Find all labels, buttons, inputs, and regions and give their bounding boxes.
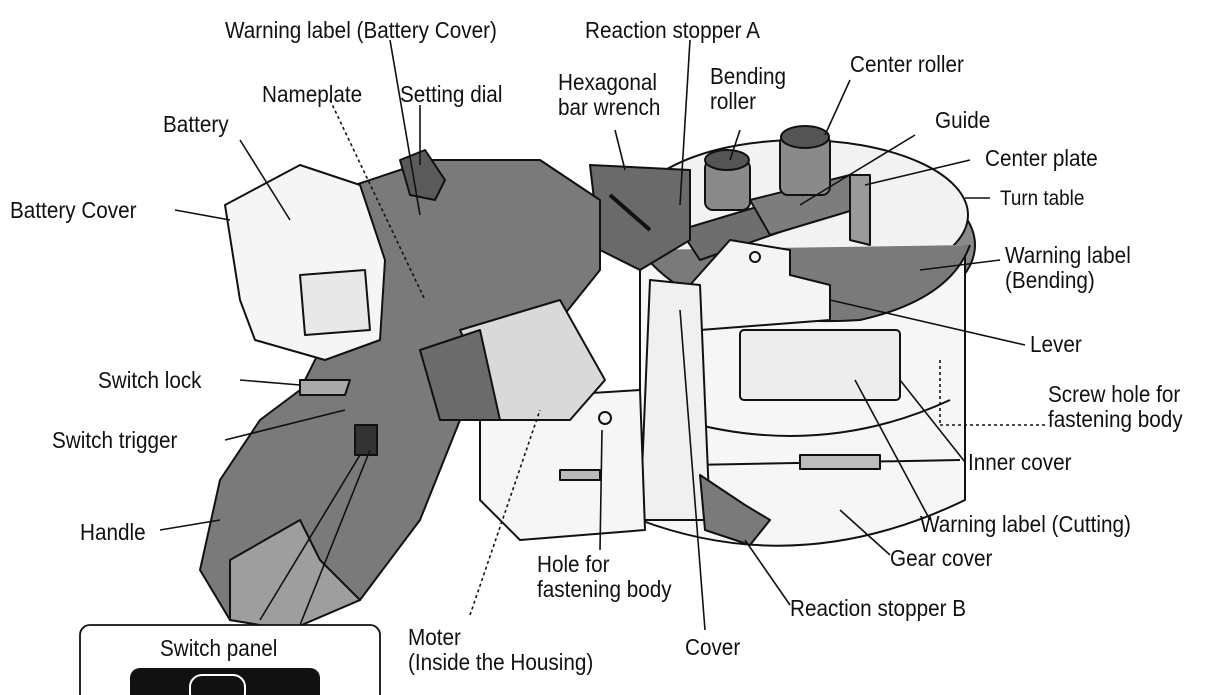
label-guide: Guide xyxy=(935,107,991,133)
label-center-plate: Center plate xyxy=(985,145,1098,171)
battery-cover xyxy=(224,164,386,361)
reaction-stopper-a xyxy=(589,164,691,271)
label-warning-battery-cover: Warning label (Battery Cover) xyxy=(225,17,497,43)
label-warning-bending: Warning label (Bending) xyxy=(1005,242,1131,293)
rollers xyxy=(679,125,871,261)
label-gear-cover: Gear cover xyxy=(890,545,993,571)
label-switch-trigger: Switch trigger xyxy=(52,427,178,453)
label-moter: Moter (Inside the Housing) xyxy=(408,624,594,675)
label-hexagonal-bar-wrench: Hexagonal bar wrench xyxy=(558,69,661,120)
main-body xyxy=(199,149,606,631)
label-screw-hole: Screw hole for fastening body xyxy=(1048,381,1183,432)
label-warning-cutting: Warning label (Cutting) xyxy=(920,511,1131,537)
label-lever: Lever xyxy=(1030,331,1082,357)
label-turn-table: Turn table xyxy=(1000,187,1085,210)
label-nameplate: Nameplate xyxy=(262,81,363,107)
label-switch-panel: Switch panel xyxy=(160,635,278,661)
label-battery-cover: Battery Cover xyxy=(10,197,137,223)
label-battery: Battery xyxy=(163,111,229,137)
lever xyxy=(689,239,831,331)
switch-panel-inset xyxy=(79,624,381,695)
label-setting-dial: Setting dial xyxy=(400,81,503,107)
label-hole-fastening-body: Hole for fastening body xyxy=(537,551,672,602)
label-bending-roller: Bending roller xyxy=(710,63,786,114)
label-reaction-stopper-a: Reaction stopper A xyxy=(585,17,760,43)
lower-housing xyxy=(479,389,646,541)
leader-lines xyxy=(159,39,1045,631)
label-center-roller: Center roller xyxy=(850,51,964,77)
label-handle: Handle xyxy=(80,519,146,545)
label-switch-lock: Switch lock xyxy=(98,367,202,393)
reaction-stopper-b xyxy=(699,474,771,546)
label-inner-cover: Inner cover xyxy=(968,449,1072,475)
label-cover: Cover xyxy=(685,634,741,660)
label-reaction-stopper-b: Reaction stopper B xyxy=(790,595,967,621)
